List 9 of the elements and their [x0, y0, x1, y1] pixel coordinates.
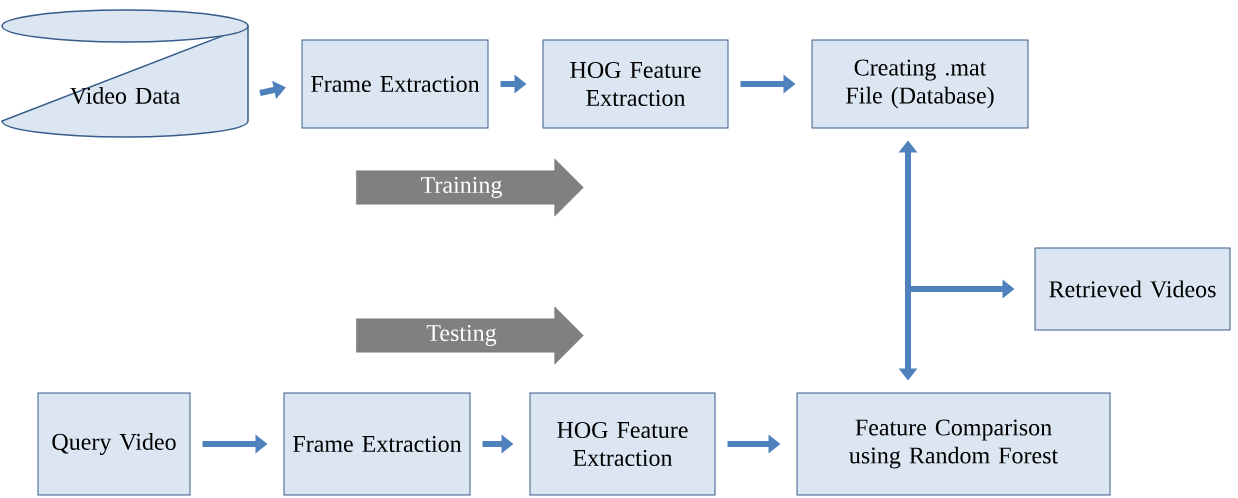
process-box: Frame Extraction: [283, 392, 471, 496]
process-box: Feature Comparison using Random Forest: [796, 392, 1111, 496]
database-cylinder: Video Data: [1, 9, 249, 138]
process-box: Retrieved Videos: [1034, 247, 1231, 331]
process-box: Frame Extraction: [301, 39, 489, 129]
process-box: HOG Feature Extraction: [542, 39, 729, 129]
process-box: HOG Feature Extraction: [529, 392, 716, 496]
process-box: Query Video: [37, 392, 191, 496]
process-box: Creating .mat File (Database): [811, 39, 1029, 129]
